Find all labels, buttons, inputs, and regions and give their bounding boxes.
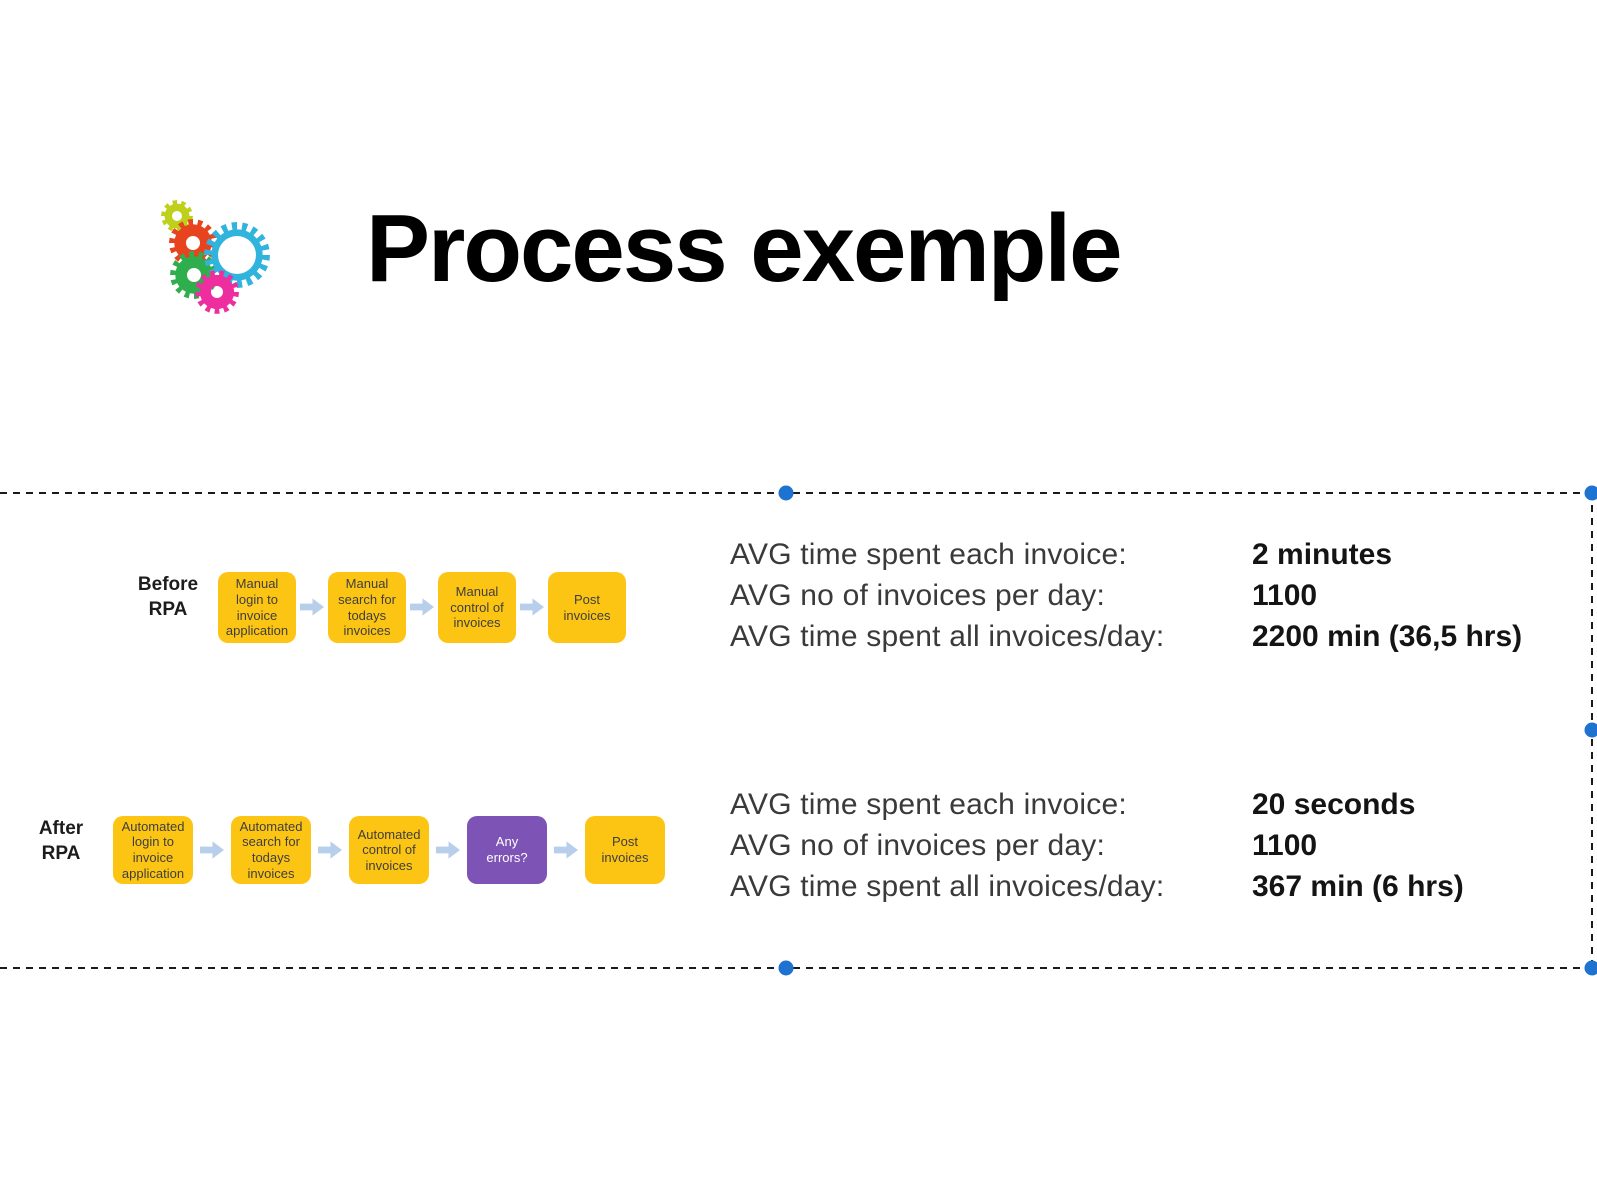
flow-arrow-icon: [300, 598, 324, 616]
stat-value: 1100: [1252, 579, 1318, 612]
flow-step-post-invoices[interactable]: Post invoices: [585, 816, 665, 884]
flow-step-auto-login[interactable]: Automated login to invoice application: [113, 816, 193, 884]
after-rpa-label[interactable]: After RPA: [38, 818, 84, 864]
flow-step-manual-search[interactable]: Manual search for todays invoices: [328, 572, 406, 643]
flow-step-any-errors[interactable]: Any errors?: [467, 816, 547, 884]
stat-label: AVG time spent all invoices/day:: [730, 870, 1165, 903]
selection-handle-top-middle[interactable]: [778, 485, 794, 501]
before-rpa-label[interactable]: Before RPA: [137, 574, 199, 620]
stat-label: AVG no of invoices per day:: [730, 579, 1106, 612]
stat-value: 2 minutes: [1252, 538, 1393, 571]
selection-handle-bottom-right[interactable]: [1584, 960, 1597, 976]
selection-handle-top-right[interactable]: [1584, 485, 1597, 501]
stat-value: 1100: [1252, 829, 1318, 862]
gear-magenta-icon: [195, 270, 239, 314]
flow-arrow-icon: [436, 841, 460, 859]
gear-cyan-icon: [204, 222, 270, 288]
flow-step-auto-control[interactable]: Automated control of invoices: [349, 816, 429, 884]
flow-arrow-icon: [410, 598, 434, 616]
flow-arrow-icon: [200, 841, 224, 859]
selection-handle-bottom-middle[interactable]: [778, 960, 794, 976]
stat-label: AVG time spent each invoice:: [730, 788, 1127, 821]
flow-step-manual-login[interactable]: Manual login to invoice application: [218, 572, 296, 643]
gear-green-icon: [170, 251, 218, 299]
after-stats-block[interactable]: AVG time spent each invoice: 20 seconds …: [730, 784, 1464, 907]
selection-border-top: [0, 492, 1597, 494]
stat-value: 20 seconds: [1252, 788, 1416, 821]
stat-label: AVG time spent each invoice:: [730, 538, 1127, 571]
flow-step-manual-control[interactable]: Manual control of invoices: [438, 572, 516, 643]
flow-arrow-icon: [520, 598, 544, 616]
stat-row: AVG time spent all invoices/day: 367 min…: [730, 866, 1464, 907]
stat-label: AVG no of invoices per day:: [730, 829, 1106, 862]
flow-arrow-icon: [554, 841, 578, 859]
stat-label: AVG time spent all invoices/day:: [730, 620, 1165, 653]
gear-red-icon: [169, 219, 217, 267]
flow-arrow-icon: [318, 841, 342, 859]
slide-title[interactable]: Process exemple: [366, 195, 1122, 302]
stat-row: AVG time spent each invoice: 20 seconds: [730, 784, 1464, 825]
selection-border-bottom: [0, 967, 1593, 969]
stat-row: AVG no of invoices per day: 1100: [730, 825, 1464, 866]
selection-handle-middle-right[interactable]: [1584, 722, 1597, 738]
stat-row: AVG no of invoices per day: 1100: [730, 575, 1522, 616]
stat-value: 2200 min (36,5 hrs): [1252, 620, 1523, 653]
stat-row: AVG time spent all invoices/day: 2200 mi…: [730, 616, 1522, 657]
stat-row: AVG time spent each invoice: 2 minutes: [730, 534, 1522, 575]
flow-step-auto-search[interactable]: Automated search for todays invoices: [231, 816, 311, 884]
flow-step-post-invoices[interactable]: Post invoices: [548, 572, 626, 643]
gear-small-yellow-icon: [161, 200, 193, 232]
stat-value: 367 min (6 hrs): [1252, 870, 1464, 903]
before-stats-block[interactable]: AVG time spent each invoice: 2 minutes A…: [730, 534, 1522, 657]
